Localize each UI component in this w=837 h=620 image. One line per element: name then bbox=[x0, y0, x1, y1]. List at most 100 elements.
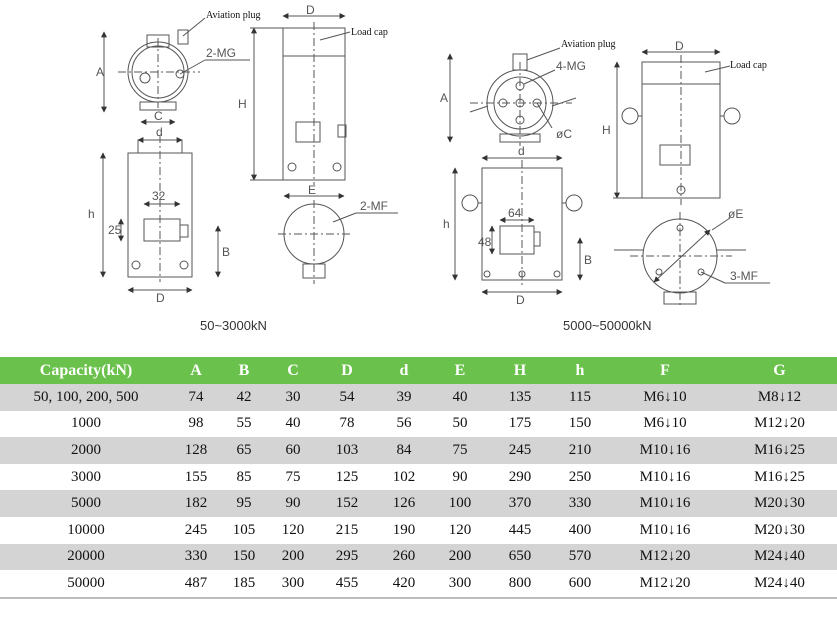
table-cell: 400 bbox=[552, 516, 608, 544]
table-cell: 98 bbox=[172, 410, 220, 438]
table-cell: 20000 bbox=[0, 543, 172, 571]
large-aviation-plug-label: Aviation plug bbox=[561, 39, 616, 50]
large-series-caption: 5000~50000kN bbox=[563, 318, 652, 333]
table-cell: 126 bbox=[376, 490, 432, 517]
small-dim-H: H bbox=[238, 97, 247, 111]
large-load-cap-label: Load cap bbox=[730, 60, 767, 71]
small-dim-D-bottom: D bbox=[156, 291, 165, 305]
large-dim-C: øC bbox=[556, 127, 572, 141]
small-top-view bbox=[101, 17, 250, 125]
small-series-caption: 50~3000kN bbox=[200, 318, 267, 333]
table-cell: 215 bbox=[318, 516, 376, 544]
table-cell: 455 bbox=[318, 570, 376, 599]
table-cell: 200 bbox=[268, 543, 318, 571]
table-cell: 2000 bbox=[0, 437, 172, 464]
table-cell: 800 bbox=[488, 570, 552, 599]
table-cell: 150 bbox=[552, 410, 608, 438]
table-cell: M16↓25 bbox=[722, 463, 837, 491]
table-cell: 245 bbox=[172, 516, 220, 544]
table-cell: M10↓16 bbox=[608, 437, 722, 464]
small-mg-label: 2-MG bbox=[206, 46, 236, 60]
table-cell: 120 bbox=[432, 516, 488, 544]
table-cell: M24↓40 bbox=[722, 570, 837, 599]
table-cell: M24↓40 bbox=[722, 543, 837, 571]
table-cell: 115 bbox=[552, 384, 608, 411]
table-cell: 300 bbox=[432, 570, 488, 599]
technical-drawings: Aviation plug Load cap D A C H d h 32 25… bbox=[88, 3, 770, 307]
table-cell: 200 bbox=[432, 543, 488, 571]
table-cell: 90 bbox=[268, 490, 318, 517]
table-cell: M8↓12 bbox=[722, 384, 837, 411]
small-dim-h: h bbox=[88, 207, 95, 221]
large-dim-A: A bbox=[440, 91, 448, 105]
table-cell: 10000 bbox=[0, 516, 172, 544]
header-h: h bbox=[552, 357, 608, 384]
spec-table: Capacity(kN) A B C D d E H h F G 50, 100… bbox=[0, 357, 837, 599]
small-dim-C: C bbox=[154, 109, 163, 123]
header-d: d bbox=[376, 357, 432, 384]
table-cell: M10↓16 bbox=[608, 516, 722, 544]
table-cell: 56 bbox=[376, 410, 432, 438]
table-header-row: Capacity(kN) A B C D d E H h F G bbox=[0, 357, 837, 384]
table-cell: 1000 bbox=[0, 410, 172, 438]
header-H: H bbox=[488, 357, 552, 384]
header-G: G bbox=[722, 357, 837, 384]
table-cell: 100 bbox=[432, 490, 488, 517]
small-dim-B: B bbox=[222, 245, 230, 259]
table-cell: 120 bbox=[268, 516, 318, 544]
large-dim-D-top: D bbox=[675, 39, 684, 53]
table-cell: 445 bbox=[488, 516, 552, 544]
table-cell: 54 bbox=[318, 384, 376, 411]
small-aviation-plug-label: Aviation plug bbox=[206, 10, 261, 21]
small-dim-A: A bbox=[96, 65, 104, 79]
table-cell: M10↓16 bbox=[608, 463, 722, 491]
table-cell: 95 bbox=[220, 490, 268, 517]
large-dim-h: h bbox=[443, 217, 450, 231]
table-cell: 75 bbox=[432, 437, 488, 464]
header-E: E bbox=[432, 357, 488, 384]
small-base-view bbox=[278, 193, 398, 284]
table-cell: 84 bbox=[376, 437, 432, 464]
table-cell: 152 bbox=[318, 490, 376, 517]
table-cell: 260 bbox=[376, 543, 432, 571]
table-cell: 30 bbox=[268, 384, 318, 411]
table-cell: 487 bbox=[172, 570, 220, 599]
header-C: C bbox=[268, 357, 318, 384]
table-cell: 600 bbox=[552, 570, 608, 599]
header-F: F bbox=[608, 357, 722, 384]
table-cell: 78 bbox=[318, 410, 376, 438]
table-cell: M6↓10 bbox=[608, 410, 722, 438]
small-dim-32: 32 bbox=[152, 189, 166, 203]
table-cell: M10↓16 bbox=[608, 490, 722, 517]
large-dim-B: B bbox=[584, 253, 592, 267]
large-bottom-view bbox=[452, 155, 583, 295]
table-cell: 330 bbox=[552, 490, 608, 517]
table-cell: 182 bbox=[172, 490, 220, 517]
table-cell: 300 bbox=[268, 570, 318, 599]
table-cell: 185 bbox=[220, 570, 268, 599]
table-cell: M20↓30 bbox=[722, 490, 837, 517]
table-cell: 65 bbox=[220, 437, 268, 464]
table-cell: 370 bbox=[488, 490, 552, 517]
table-cell: 50000 bbox=[0, 570, 172, 599]
table-cell: M12↓20 bbox=[608, 543, 722, 571]
table-cell: 330 bbox=[172, 543, 220, 571]
table-cell: M16↓25 bbox=[722, 437, 837, 464]
table-cell: 150 bbox=[220, 543, 268, 571]
table-cell: 420 bbox=[376, 570, 432, 599]
table-cell: 50, 100, 200, 500 bbox=[0, 384, 172, 411]
table-cell: 250 bbox=[552, 463, 608, 491]
small-dim-25: 25 bbox=[108, 223, 122, 237]
small-mf-label: 2-MF bbox=[360, 199, 388, 213]
small-dim-D-top: D bbox=[306, 3, 315, 17]
large-dim-H: H bbox=[602, 123, 611, 137]
table-cell: 295 bbox=[318, 543, 376, 571]
table-cell: 125 bbox=[318, 463, 376, 491]
large-top-view bbox=[447, 47, 577, 146]
